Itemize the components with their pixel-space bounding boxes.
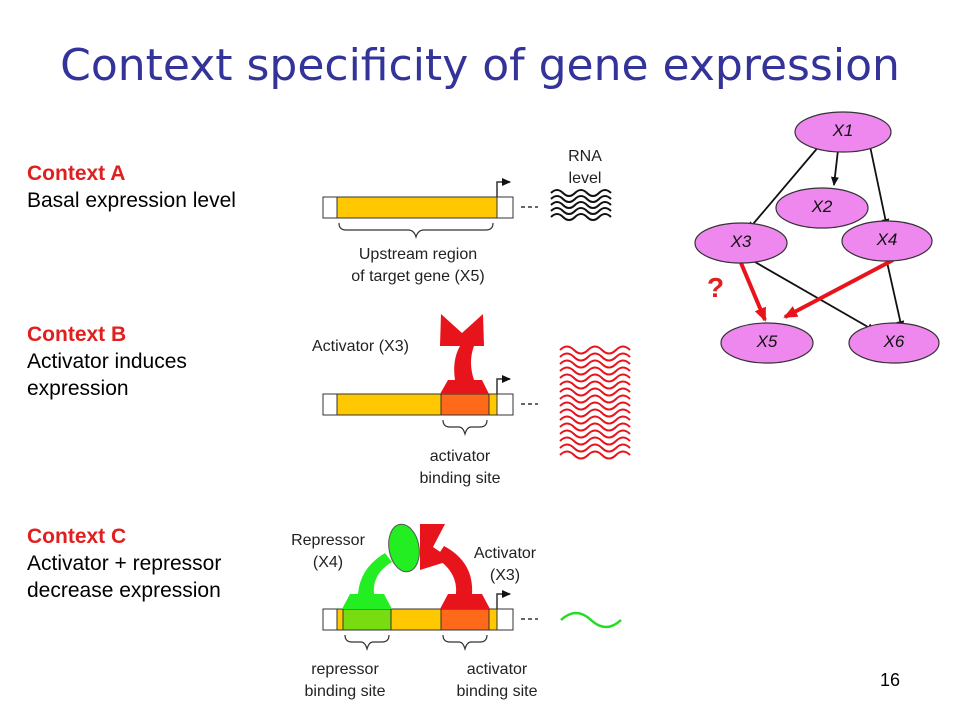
- repressor-label: Repressor (X4): [273, 530, 383, 574]
- act-site-b-line2: binding site: [419, 470, 501, 487]
- node-x4: X4: [876, 230, 898, 249]
- network-edges: [747, 144, 905, 332]
- context-b-description-line2: expression: [27, 377, 129, 400]
- activator-c-label-line1: Activator: [473, 545, 537, 562]
- upstream-region-label: Upstream region of target gene (X5): [318, 244, 518, 288]
- network-hypothesis-edges: [739, 258, 894, 322]
- network-nodes: [694, 111, 940, 364]
- rna-level-c: [560, 611, 622, 629]
- context-a-text: Context A Basal expression level: [27, 160, 236, 214]
- node-x5: X5: [756, 332, 778, 351]
- rna-level-b: [559, 345, 631, 460]
- page-number: 16: [880, 670, 901, 690]
- node-x6: X6: [883, 332, 905, 351]
- rna-label-line1: RNA: [568, 148, 602, 165]
- activator-b-label: Activator (X3): [312, 338, 409, 355]
- context-a-heading: Context A: [27, 162, 126, 185]
- context-b-text: Context B Activator induces expression: [27, 321, 187, 402]
- activator-protein-c: [420, 524, 490, 609]
- repressor-label-line2: (X4): [312, 554, 344, 571]
- activator-binding-site-b-label: activator binding site: [400, 446, 520, 490]
- rna-level-a: [550, 189, 612, 221]
- act-site-c-line2: binding site: [456, 683, 538, 700]
- context-b-description-line1: Activator induces: [27, 350, 187, 373]
- slide-title: Context specificity of gene expression: [60, 40, 900, 91]
- gene-a: [322, 178, 538, 240]
- activator-protein-b: [440, 314, 489, 394]
- act-site-b-line1: activator: [429, 448, 491, 465]
- context-c-description-line1: Activator + repressor: [27, 552, 222, 575]
- act-site-c-line1: activator: [466, 661, 528, 678]
- rna-label-line2: level: [568, 170, 602, 187]
- question-mark: ?: [707, 272, 725, 303]
- context-b-heading: Context B: [27, 323, 127, 346]
- rep-site-line2: binding site: [304, 683, 386, 700]
- activator-c-label: Activator (X3): [455, 543, 555, 587]
- activator-binding-site-c-label: activator binding site: [437, 659, 557, 703]
- context-a-description: Basal expression level: [27, 189, 236, 212]
- node-x1: X1: [832, 121, 854, 140]
- gene-c: [322, 590, 538, 652]
- context-c-text: Context C Activator + repressor decrease…: [27, 523, 221, 604]
- context-c-heading: Context C: [27, 525, 127, 548]
- repressor-binding-site-label: repressor binding site: [285, 659, 405, 703]
- context-c-description-line2: decrease expression: [27, 579, 221, 602]
- gene-b: [322, 375, 538, 437]
- rep-site-line1: repressor: [311, 661, 379, 678]
- upstream-label-line1: Upstream region: [358, 246, 478, 263]
- node-x2: X2: [811, 197, 833, 216]
- activator-c-label-line2: (X3): [489, 567, 521, 584]
- repressor-label-line1: Repressor: [291, 532, 365, 549]
- repressor-protein-c: [342, 523, 420, 609]
- node-x3: X3: [730, 232, 752, 251]
- upstream-label-line2: of target gene (X5): [351, 268, 485, 285]
- rna-level-label: RNA level: [555, 146, 615, 190]
